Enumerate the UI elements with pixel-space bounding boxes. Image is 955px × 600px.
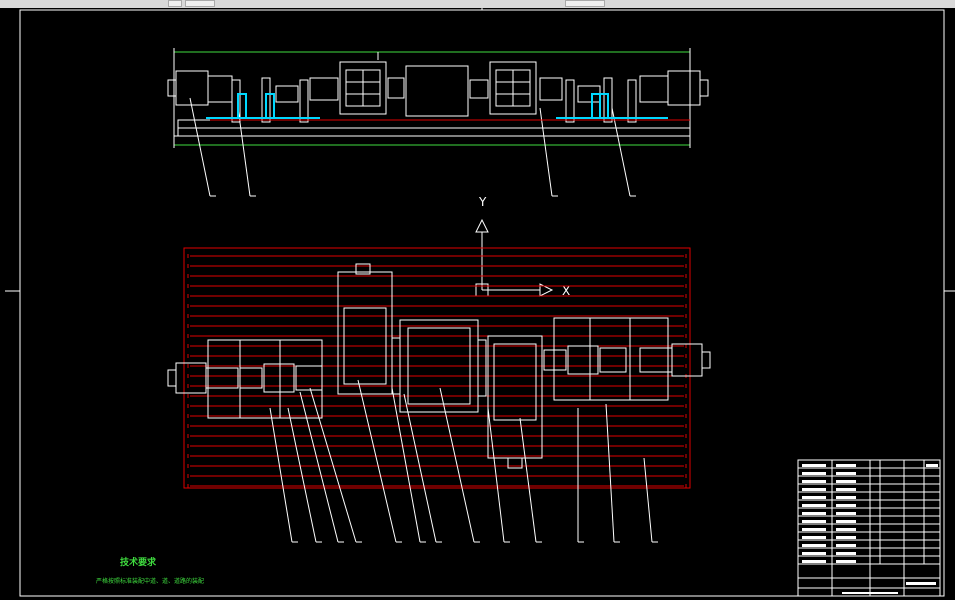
leader-line (287, 407, 317, 543)
title-block-entry (836, 520, 856, 523)
axis-y-label: Y (478, 195, 487, 209)
leader-line (391, 387, 421, 543)
leader-line (519, 417, 537, 543)
title-block-entry (836, 504, 856, 507)
title-block-entry (842, 592, 898, 594)
title-block-entry (906, 582, 936, 585)
title-block-entry (836, 528, 856, 531)
toolbar-field[interactable] (185, 0, 215, 7)
title-block-entry (802, 504, 826, 507)
title-block (797, 459, 941, 597)
coordinate-axes (475, 218, 554, 297)
toolbar-icon[interactable] (168, 0, 182, 7)
title-block-entry (802, 544, 826, 547)
title-block-entry (802, 480, 826, 483)
title-block-entry (836, 480, 856, 483)
tech-req-title: 技术要求 (120, 556, 157, 568)
title-block-entry (836, 464, 856, 467)
title-block-entry (836, 536, 856, 539)
axis-x-label: X (562, 284, 570, 298)
title-block-entry (802, 528, 826, 531)
title-block-rows (798, 467, 940, 557)
title-block-entry (802, 560, 826, 563)
title-block-entry (802, 536, 826, 539)
leader-line (403, 393, 437, 543)
title-block-entries (802, 464, 938, 594)
title-block-entry (836, 560, 856, 563)
title-block-entry (836, 488, 856, 491)
title-block-entry (802, 552, 826, 555)
tech-req-text: 严格按照标准装配中道、道、道路的装配 (96, 577, 204, 585)
bed-outline (183, 247, 691, 489)
leader-lines (269, 379, 658, 543)
leader-line (299, 391, 339, 543)
leader-line (643, 457, 653, 543)
title-block-entry (836, 544, 856, 547)
elevation-accents (206, 93, 690, 121)
cad-drawing-canvas[interactable]: Y X (0, 8, 955, 600)
title-block-entry (802, 488, 826, 491)
title-block-entry (836, 512, 856, 515)
leader-line (605, 403, 615, 543)
leader-line (439, 387, 475, 543)
drawing-frame (5, 8, 955, 597)
plan-view-components (167, 263, 711, 469)
leader-line (269, 407, 293, 543)
title-block-entry (802, 464, 826, 467)
title-block-entry (802, 496, 826, 499)
elevation-view (167, 48, 709, 197)
title-block-entry (802, 520, 826, 523)
leader-line (487, 407, 505, 543)
title-block-entry (802, 512, 826, 515)
leader-line (357, 379, 397, 543)
title-block-entry (926, 464, 938, 467)
leader-line (309, 387, 357, 543)
title-block-entry (802, 472, 826, 475)
title-block-entry (836, 472, 856, 475)
title-block-entry (836, 552, 856, 555)
toolbar-field[interactable] (565, 0, 605, 7)
title-block-entry (836, 496, 856, 499)
t-slot-bed (183, 247, 691, 489)
toolbar-strip (0, 0, 955, 8)
